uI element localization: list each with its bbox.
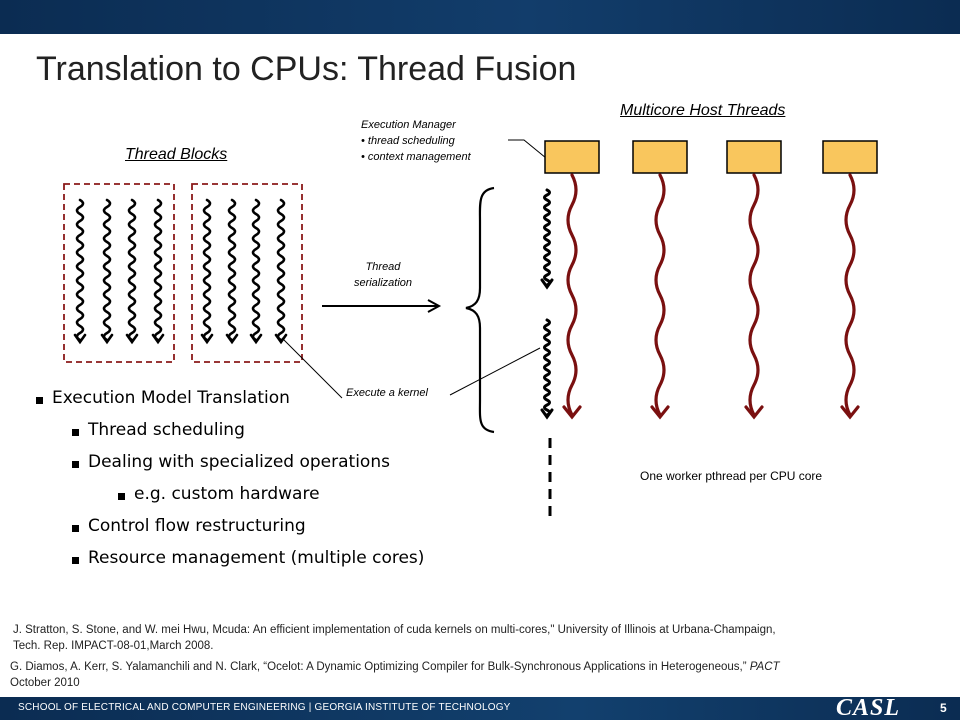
block-thread-1	[75, 198, 85, 342]
reference-diamos-line1: G. Diamos, A. Kerr, S. Yalamanchili and …	[10, 661, 780, 673]
block-thread-7-arrowhead	[249, 333, 263, 345]
exec-manager-item-scheduling: • thread scheduling	[361, 135, 455, 147]
worker-thread-4	[844, 173, 856, 417]
execute-kernel-label: Execute a kernel	[346, 387, 428, 399]
serial-thread-1-arrowhead	[540, 278, 554, 290]
worker-note: One worker pthread per CPU core	[640, 469, 823, 483]
footer-text: SCHOOL OF ELECTRICAL AND COMPUTER ENGINE…	[18, 702, 511, 713]
block-thread-2-arrowhead	[100, 333, 114, 345]
execution-manager-note: Execution Manager • thread scheduling • …	[361, 117, 471, 165]
exec-manager-item-context: • context management	[361, 151, 471, 163]
serial-thread-2-arrowhead	[540, 408, 554, 420]
block-thread-3-arrowhead	[125, 333, 139, 345]
block-thread-4-arrowhead	[151, 333, 165, 345]
bullet-execution-model: Execution Model Translation	[36, 388, 290, 408]
core-box-2	[632, 140, 688, 174]
thread-serialization-line1: Thread	[365, 261, 401, 273]
reference-diamos-line2: October 2010	[10, 677, 80, 689]
block-thread-5-arrowhead	[200, 333, 214, 345]
block-thread-3	[127, 198, 137, 342]
thread-serialization-line2: serialization	[353, 277, 413, 289]
thread-serialization-label: Thread serialization	[338, 259, 428, 291]
bullet-custom-hardware: e.g. custom hardware	[118, 484, 320, 504]
bullet-specialized-ops: Dealing with specialized operations	[72, 452, 390, 472]
worker-thread-2-arrowhead	[650, 405, 670, 420]
exec-manager-pointer	[508, 139, 547, 159]
reference-diamos: G. Diamos, A. Kerr, S. Yalamanchili and …	[10, 659, 940, 691]
casl-logo: CASL	[836, 695, 901, 721]
block-thread-6	[227, 198, 237, 342]
execute-kernel-pointer	[281, 337, 343, 399]
block-thread-7	[251, 198, 261, 342]
bullet-thread-scheduling: Thread scheduling	[72, 420, 245, 440]
reference-stratton: J. Stratton, S. Stone, and W. mei Hwu, M…	[13, 622, 933, 654]
page-number: 5	[940, 701, 947, 715]
header-bar	[0, 0, 960, 34]
block-thread-5	[202, 198, 212, 342]
block-threads	[73, 198, 288, 345]
worker-thread-3-arrowhead	[744, 405, 764, 420]
brace	[465, 186, 495, 434]
block-thread-1-arrowhead	[73, 333, 87, 345]
worker-threads	[562, 173, 860, 420]
kernel-to-thread-line	[449, 347, 541, 396]
core-box-1	[544, 140, 600, 174]
worker-thread-1	[566, 173, 578, 417]
slide-title: Translation to CPUs: Thread Fusion	[36, 50, 577, 88]
footer-bar: SCHOOL OF ELECTRICAL AND COMPUTER ENGINE…	[0, 695, 960, 721]
thread-blocks-label: Thread Blocks	[125, 146, 228, 163]
serial-thread-1	[543, 188, 551, 287]
block-thread-2	[102, 198, 112, 342]
thread-block-1	[63, 183, 175, 363]
block-thread-8-arrowhead	[274, 333, 288, 345]
thread-block-2	[191, 183, 303, 363]
core-box-3	[726, 140, 782, 174]
bullet-control-flow: Control flow restructuring	[72, 516, 306, 536]
core-box-4	[822, 140, 878, 174]
worker-thread-3	[748, 173, 760, 417]
serial-thread-2	[543, 318, 551, 417]
reference-stratton-line1: J. Stratton, S. Stone, and W. mei Hwu, M…	[13, 624, 776, 636]
exec-manager-title: Execution Manager	[361, 119, 456, 131]
worker-thread-1-arrowhead	[562, 405, 582, 420]
block-thread-8	[276, 198, 286, 342]
block-thread-4	[153, 198, 163, 342]
serialized-threads	[540, 188, 554, 420]
multicore-label: Multicore Host Threads	[620, 102, 786, 119]
block-thread-6-arrowhead	[225, 333, 239, 345]
reference-stratton-line2: Tech. Rep. IMPACT-08-01,March 2008.	[13, 640, 214, 652]
worker-thread-4-arrowhead	[840, 405, 860, 420]
worker-thread-2	[654, 173, 666, 417]
bullet-resource-management: Resource management (multiple cores)	[72, 548, 424, 568]
